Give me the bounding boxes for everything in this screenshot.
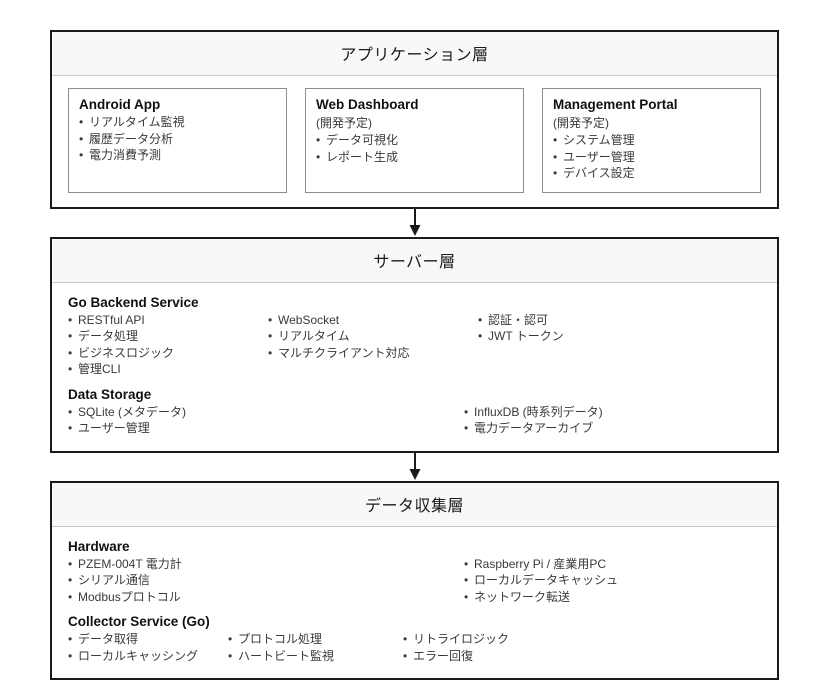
architecture-diagram: アプリケーション層 Android App リアルタイム監視 履歴データ分析 電… xyxy=(0,0,829,642)
group-title: Collector Service (Go) xyxy=(68,614,761,629)
list-item: JWT トークン xyxy=(478,328,678,345)
list-item: ローカルデータキャッシュ xyxy=(464,572,761,589)
list-item: リアルタイム監視 xyxy=(79,114,276,131)
card-item-list: システム管理 ユーザー管理 デバイス設定 xyxy=(553,132,750,182)
card-title: Management Portal xyxy=(553,97,750,112)
list-item: リトライロジック xyxy=(403,631,603,648)
group-column: プロトコル処理 ハートビート監視 xyxy=(228,631,403,664)
group-title: Data Storage xyxy=(68,387,761,402)
list-item: RESTful API xyxy=(68,312,268,329)
card-subtitle: (開発予定) xyxy=(553,114,750,131)
layer-data-collection: データ収集層 Hardware PZEM-004T 電力計 シリアル通信 Mod… xyxy=(50,481,779,680)
card-management-portal: Management Portal (開発予定) システム管理 ユーザー管理 デ… xyxy=(542,88,761,193)
list-item: PZEM-004T 電力計 xyxy=(68,556,464,573)
list-item: ハートビート監視 xyxy=(228,648,403,665)
list-item: ネットワーク転送 xyxy=(464,589,761,606)
list-item: リアルタイム xyxy=(268,328,478,345)
layer-title-data-collection: データ収集層 xyxy=(52,483,777,527)
list-item: プロトコル処理 xyxy=(228,631,403,648)
group-column: SQLite (メタデータ) ユーザー管理 xyxy=(68,404,464,437)
arrow-down-icon xyxy=(405,453,425,481)
list-item: 履歴データ分析 xyxy=(79,131,276,148)
card-web-dashboard: Web Dashboard (開発予定) データ可視化 レポート生成 xyxy=(305,88,524,193)
list-item: 認証・認可 xyxy=(478,312,678,329)
list-item: データ処理 xyxy=(68,328,268,345)
layer-body-application: Android App リアルタイム監視 履歴データ分析 電力消費予測 Web … xyxy=(52,76,777,207)
layer-body-server: Go Backend Service RESTful API データ処理 ビジネ… xyxy=(52,283,777,451)
list-item: 電力データアーカイブ xyxy=(464,420,761,437)
list-item: エラー回復 xyxy=(403,648,603,665)
list-item: ローカルキャッシング xyxy=(68,648,228,665)
list-item: ユーザー管理 xyxy=(553,149,750,166)
list-item: ビジネスロジック xyxy=(68,345,268,362)
group-column: Raspberry Pi / 産業用PC ローカルデータキャッシュ ネットワーク… xyxy=(464,556,761,606)
group-columns: SQLite (メタデータ) ユーザー管理 InfluxDB (時系列データ) … xyxy=(68,404,761,437)
layer-title-server: サーバー層 xyxy=(52,239,777,283)
layer-title-application: アプリケーション層 xyxy=(52,32,777,76)
group-go-backend-service: Go Backend Service RESTful API データ処理 ビジネ… xyxy=(68,295,761,378)
list-item: デバイス設定 xyxy=(553,165,750,182)
list-item: 電力消費予測 xyxy=(79,147,276,164)
group-hardware: Hardware PZEM-004T 電力計 シリアル通信 Modbusプロトコ… xyxy=(68,539,761,606)
group-columns: RESTful API データ処理 ビジネスロジック 管理CLI WebSock… xyxy=(68,312,761,378)
connector-application-to-server xyxy=(50,209,779,237)
layer-server: サーバー層 Go Backend Service RESTful API データ… xyxy=(50,237,779,453)
group-data-storage: Data Storage SQLite (メタデータ) ユーザー管理 Influ… xyxy=(68,387,761,437)
list-item: SQLite (メタデータ) xyxy=(68,404,464,421)
group-column: InfluxDB (時系列データ) 電力データアーカイブ xyxy=(464,404,761,437)
list-item: レポート生成 xyxy=(316,149,513,166)
card-item-list: リアルタイム監視 履歴データ分析 電力消費予測 xyxy=(79,114,276,164)
layer-body-data-collection: Hardware PZEM-004T 電力計 シリアル通信 Modbusプロトコ… xyxy=(52,527,777,679)
group-columns: データ取得 ローカルキャッシング プロトコル処理 ハートビート監視 リトライロジ… xyxy=(68,631,761,664)
group-column: WebSocket リアルタイム マルチクライアント対応 xyxy=(268,312,478,362)
card-subtitle: (開発予定) xyxy=(316,114,513,131)
group-column: リトライロジック エラー回復 xyxy=(403,631,603,664)
list-item: WebSocket xyxy=(268,312,478,329)
group-columns: PZEM-004T 電力計 シリアル通信 Modbusプロトコル Raspber… xyxy=(68,556,761,606)
application-card-row: Android App リアルタイム監視 履歴データ分析 電力消費予測 Web … xyxy=(68,88,761,193)
group-column: 認証・認可 JWT トークン xyxy=(478,312,678,345)
list-item: マルチクライアント対応 xyxy=(268,345,478,362)
list-item: InfluxDB (時系列データ) xyxy=(464,404,761,421)
layer-application: アプリケーション層 Android App リアルタイム監視 履歴データ分析 電… xyxy=(50,30,779,209)
list-item: Modbusプロトコル xyxy=(68,589,464,606)
card-title: Web Dashboard xyxy=(316,97,513,112)
card-android-app: Android App リアルタイム監視 履歴データ分析 電力消費予測 xyxy=(68,88,287,193)
group-title: Go Backend Service xyxy=(68,295,761,310)
connector-server-to-collection xyxy=(50,453,779,481)
list-item: 管理CLI xyxy=(68,361,268,378)
list-item: ユーザー管理 xyxy=(68,420,464,437)
group-title: Hardware xyxy=(68,539,761,554)
list-item: シリアル通信 xyxy=(68,572,464,589)
card-item-list: データ可視化 レポート生成 xyxy=(316,132,513,165)
group-column: PZEM-004T 電力計 シリアル通信 Modbusプロトコル xyxy=(68,556,464,606)
list-item: データ可視化 xyxy=(316,132,513,149)
list-item: システム管理 xyxy=(553,132,750,149)
group-column: データ取得 ローカルキャッシング xyxy=(68,631,228,664)
list-item: データ取得 xyxy=(68,631,228,648)
group-column: RESTful API データ処理 ビジネスロジック 管理CLI xyxy=(68,312,268,378)
group-collector-service: Collector Service (Go) データ取得 ローカルキャッシング … xyxy=(68,614,761,664)
card-title: Android App xyxy=(79,97,276,112)
arrow-down-icon xyxy=(405,209,425,237)
list-item: Raspberry Pi / 産業用PC xyxy=(464,556,761,573)
